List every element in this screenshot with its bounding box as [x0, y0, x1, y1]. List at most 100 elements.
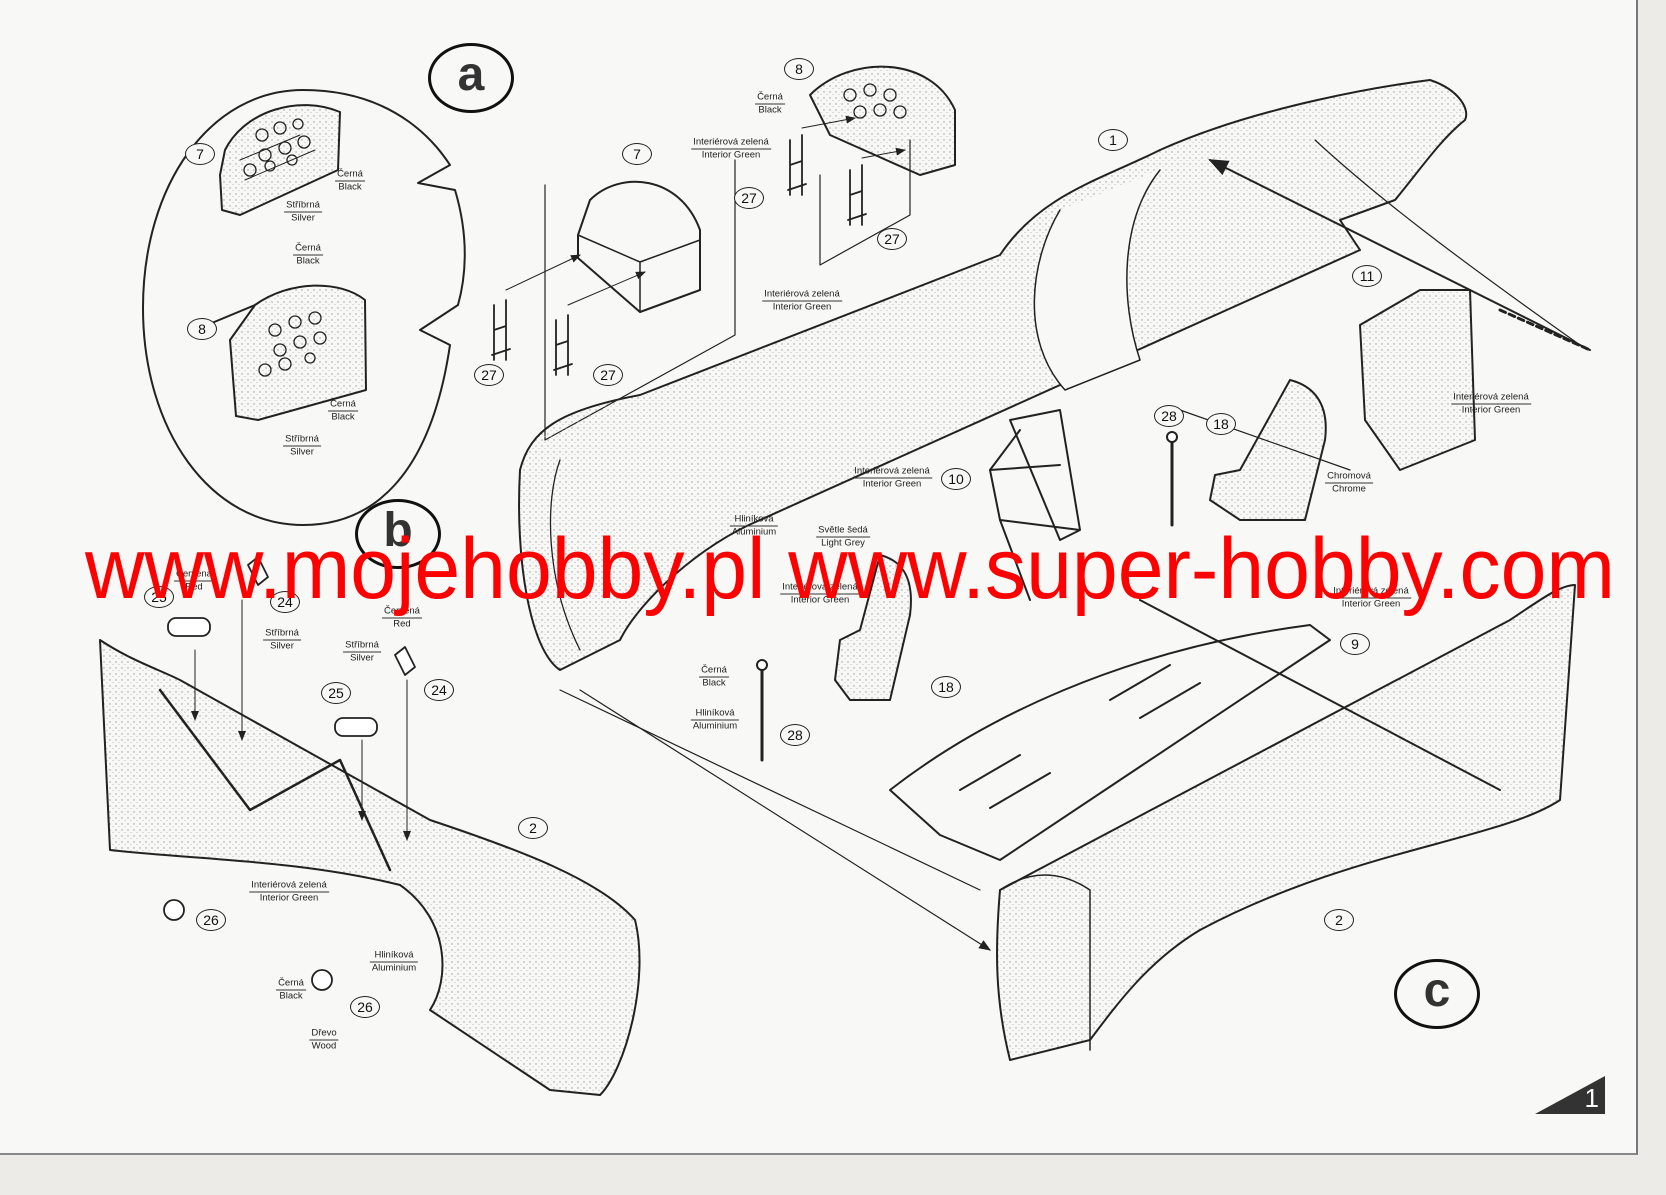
callout-czech: Černá [328, 398, 358, 412]
callout-english: Light Grey [821, 537, 865, 549]
callout-english: Interior Green [862, 478, 922, 490]
step-marker-a: a [428, 43, 514, 113]
callout-english: Chrome [1332, 483, 1366, 495]
callout-english: Interior Green [790, 594, 850, 606]
callout-english: Silver [290, 446, 314, 458]
callout-english: Black [758, 104, 782, 116]
part-number: 7 [185, 143, 215, 165]
callout-czech: Hliníková [690, 708, 740, 721]
callout-czech: Černá [276, 977, 306, 991]
page-number-text: 1 [1584, 1083, 1599, 1113]
callout-english: Interior Green [701, 149, 761, 161]
part-number: 11 [1352, 265, 1382, 287]
callout-english: Black [338, 181, 362, 193]
part-number: 24 [424, 679, 454, 701]
part-number: 27 [593, 364, 623, 386]
detail-bubble-a [142, 89, 466, 526]
callout-czech: Stříbrná [343, 639, 381, 653]
page-corner-triangle [1535, 1076, 1605, 1114]
callout-czech: Hliníková [729, 514, 779, 527]
callout-czech: Dřevo [309, 1027, 339, 1041]
watermark-text: www.mojehobby.pl www.super-hobby.com [84, 521, 1615, 617]
part-number: 24 [270, 591, 300, 613]
part-number: 26 [196, 909, 226, 931]
callout-english: Red [185, 581, 203, 593]
part-number: 9 [1340, 633, 1370, 655]
callout-czech: Interiérová zelená [852, 465, 932, 479]
part-number: 18 [1206, 413, 1236, 435]
part-number: 8 [784, 58, 814, 80]
cockpit-floor-9 [889, 624, 1331, 861]
part-number: 2 [1324, 909, 1354, 931]
callout-czech: Chromová [1325, 470, 1373, 484]
callout-english: Aluminium [731, 526, 777, 538]
callout-czech: Stříbrná [263, 627, 301, 641]
callout-czech: Interiérová zelená [691, 136, 771, 150]
callout-english: Silver [350, 652, 374, 664]
part-number: 1 [1098, 129, 1128, 151]
part-number: 2 [518, 817, 548, 839]
part-number: 27 [474, 364, 504, 386]
callout-czech: Černá [699, 664, 729, 678]
part-number: 8 [187, 318, 217, 340]
callout-english: Interior Green [1461, 404, 1521, 416]
callout-czech: Stříbrná [283, 433, 321, 447]
callout-czech: Interiérová zelená [1331, 585, 1411, 599]
callout-czech: Hliníková [369, 950, 419, 963]
instrument-panel-8 [809, 65, 956, 176]
part-number: 10 [941, 468, 971, 490]
callout-czech: Červená [382, 605, 422, 619]
callout-english: Black [279, 990, 303, 1002]
callout-czech: Černá [293, 242, 323, 256]
callout-english: Aluminium [692, 720, 738, 732]
callout-english: Interior Green [772, 301, 832, 313]
callout-english: Red [393, 618, 411, 630]
callout-english: Interior Green [259, 892, 319, 904]
callout-english: Black [331, 411, 355, 423]
part-number: 25 [321, 682, 351, 704]
fuselage-half-1 [518, 79, 1468, 671]
assembly-arrow [1208, 159, 1591, 351]
control-stick-28 [760, 438, 1174, 762]
cockpit-frame-10 [989, 409, 1081, 601]
seat-18-right [1209, 379, 1327, 521]
callout-czech: Interiérová zelená [762, 288, 842, 302]
callout-czech: Interiérová zelená [1451, 391, 1531, 405]
step-marker-b: b [355, 499, 441, 569]
callout-czech: Interiérová zelená [249, 879, 329, 893]
part-number: 26 [350, 996, 380, 1018]
page-number: 1 [1535, 1076, 1605, 1114]
callout-english: Wood [311, 1040, 337, 1052]
callout-english: Interior Green [1341, 598, 1401, 610]
fuselage-half-2-right [996, 584, 1576, 1061]
callout-czech: Stříbrná [284, 199, 322, 213]
step-marker-c: c [1394, 959, 1480, 1029]
callout-english: Silver [291, 212, 315, 224]
part-number: 28 [1154, 405, 1184, 427]
callout-english: Black [296, 255, 320, 267]
callout-czech: Černá [335, 168, 365, 182]
callout-czech: Červená [174, 568, 214, 582]
instrument-panel-7-detail [219, 104, 341, 216]
callout-czech: Interiérová zelená [780, 581, 860, 595]
